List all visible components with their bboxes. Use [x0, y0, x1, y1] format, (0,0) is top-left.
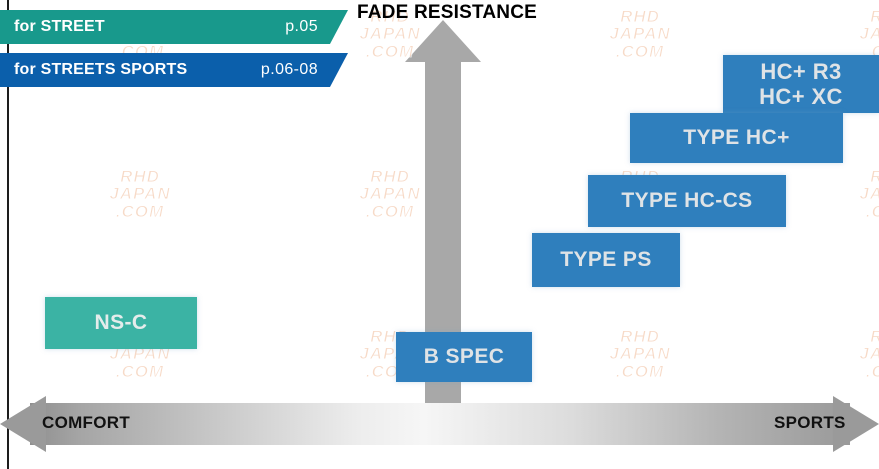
- comfort-axis-arrowhead: [0, 396, 46, 452]
- pad-box-type-hc-cs[interactable]: TYPE HC-CS: [588, 175, 786, 227]
- legend-banner-streets-sports-label: for STREETS SPORTS: [14, 61, 188, 78]
- pad-box-ns-c[interactable]: NS-C: [45, 297, 197, 349]
- axis-label-sports: SPORTS: [774, 413, 846, 432]
- legend-banner-street-page: p.05: [285, 18, 318, 35]
- pad-box-type-hc-cs-label: TYPE HC-CS: [621, 188, 753, 212]
- pad-box-hc-plus-xc-label: HC+ XC: [759, 84, 843, 109]
- fade-resistance-axis-arrowhead: [405, 20, 481, 62]
- left-edge-rule: [7, 0, 9, 469]
- comfort-sports-axis-bar: [30, 403, 850, 445]
- pad-box-b-spec[interactable]: B SPEC: [396, 332, 532, 382]
- pad-box-type-hc-plus[interactable]: TYPE HC+: [630, 113, 843, 163]
- legend-banner-street-label: for STREET: [14, 18, 105, 35]
- pad-box-b-spec-label: B SPEC: [423, 344, 505, 368]
- pad-box-hc-plus-r3-label: HC+ R3: [760, 58, 842, 84]
- pad-box-type-hc-plus-label: TYPE HC+: [683, 125, 790, 149]
- axis-label-comfort: COMFORT: [42, 413, 131, 432]
- page-title: FADE RESISTANCE: [357, 2, 538, 23]
- pad-box-ns-c-label: NS-C: [94, 310, 148, 334]
- pad-box-type-ps[interactable]: TYPE PS: [532, 233, 680, 287]
- sports-axis-arrowhead: [833, 396, 879, 452]
- legend-banner-streets-sports-page: p.06-08: [260, 61, 318, 78]
- pad-box-type-ps-label: TYPE PS: [560, 247, 652, 271]
- legend-banner-street[interactable]: for STREET p.05: [0, 10, 348, 44]
- legend-banner-streets-sports[interactable]: for STREETS SPORTS p.06-08: [0, 53, 348, 87]
- pad-box-hc-plus-r3-xc[interactable]: HC+ R3 HC+ XC: [723, 55, 879, 113]
